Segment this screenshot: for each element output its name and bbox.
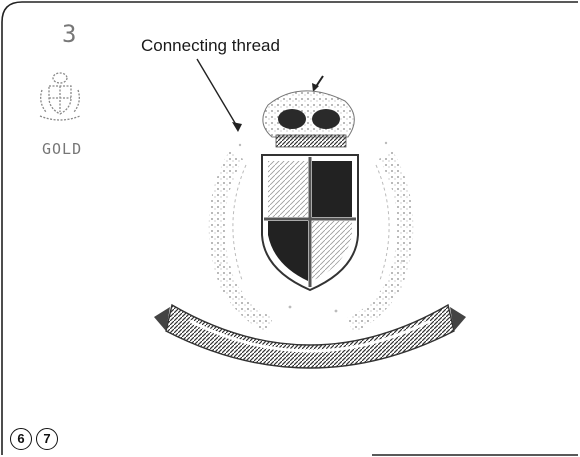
mode-label: GOLD (42, 140, 82, 158)
step-badges: 6 7 (10, 428, 58, 450)
embroidered-crest-image (150, 85, 470, 380)
crest-thumbnail-icon (32, 68, 88, 124)
pattern-number: 3 (62, 20, 77, 48)
callout-label: Connecting thread (141, 36, 280, 56)
step-badge-7: 7 (36, 428, 58, 450)
step-badge-6: 6 (10, 428, 32, 450)
